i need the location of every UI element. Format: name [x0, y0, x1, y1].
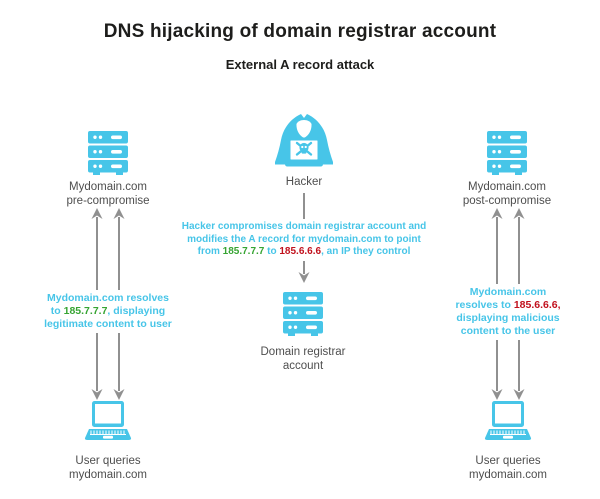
hacker-label: Hacker [285, 176, 323, 188]
left-resolution-note: Mydomain.com resolves to 185.7.7.7, disp… [28, 290, 188, 333]
hacker-icon [275, 114, 333, 167]
post-server-label: Mydomain.com post-compromise [462, 181, 552, 208]
right-resolution-note: Mydomain.com resolves to 185.6.6.6, disp… [438, 284, 578, 340]
user-right-label: User queries mydomain.com [469, 455, 547, 482]
legitimate-ip: 185.7.7.7 [63, 305, 108, 317]
attack-description: Hacker compromises domain registrar acco… [176, 219, 432, 261]
pre-server-label: Mydomain.com pre-compromise [66, 181, 150, 208]
laptop-icon [484, 401, 532, 440]
old-ip: 185.7.7.7 [222, 246, 265, 257]
page-subtitle: External A record attack [225, 57, 375, 72]
server-icon [88, 131, 128, 175]
server-icon [487, 131, 527, 175]
server-icon [283, 292, 323, 336]
new-ip: 185.6.6.6 [279, 246, 322, 257]
registrar-label: Domain registrar account [260, 346, 346, 373]
malicious-ip: 185.6.6.6 [513, 299, 558, 311]
page-title: DNS hijacking of domain registrar accoun… [103, 21, 497, 42]
user-left-label: User queries mydomain.com [69, 455, 147, 482]
laptop-icon [84, 401, 132, 440]
